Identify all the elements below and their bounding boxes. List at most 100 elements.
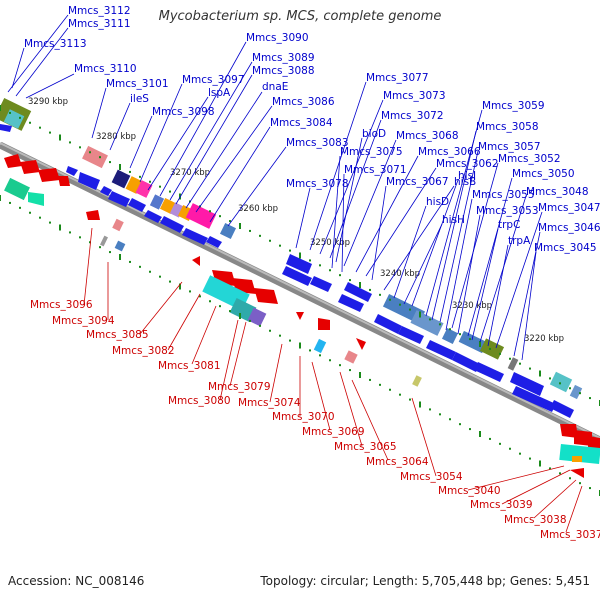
scale-tick — [449, 328, 451, 331]
tick-label: 3260 kbp — [238, 204, 278, 214]
scale-tick — [579, 392, 581, 395]
gene-label: Mmcs_3068 — [396, 130, 459, 142]
gene-label: Mmcs_3077 — [366, 72, 429, 84]
gene-label: Mmcs_3052 — [498, 153, 561, 165]
gene-label: Mmcs_3110 — [74, 63, 137, 75]
gene-label: Mmcs_3084 — [270, 117, 333, 129]
scale-tick — [149, 180, 151, 183]
gene-label: Mmcs_3050 — [512, 168, 575, 180]
scale-tick — [89, 241, 91, 244]
scale-tick — [469, 338, 471, 341]
scale-tick — [309, 349, 311, 352]
scale-tick — [369, 378, 371, 381]
scale-tick — [329, 359, 331, 362]
gene-label: Mmcs_3094 — [52, 315, 115, 327]
scale-tick — [139, 175, 141, 178]
reverse-track — [4, 154, 600, 478]
gene-label: Mmcs_3111 — [68, 18, 131, 30]
gene-label: Mmcs_3112 — [68, 5, 131, 17]
gene-label: Mmcs_3097 — [182, 74, 245, 86]
scale-tick — [479, 431, 481, 437]
gene-label: dnaE — [262, 81, 288, 93]
gene-label: Mmcs_3075 — [340, 146, 403, 158]
gene-label: bioD — [362, 128, 386, 140]
scale-tick — [469, 428, 471, 431]
scale-tick — [549, 467, 551, 470]
scale-tick — [349, 279, 351, 282]
genome-backbone — [0, 141, 600, 444]
scale-tick — [339, 364, 341, 367]
gene-label: Mmcs_3053 — [476, 205, 539, 217]
gene-label: Mmcs_3074 — [238, 397, 301, 409]
scale-tick — [69, 231, 71, 234]
tick-label: 3220 kbp — [524, 334, 564, 344]
gene-label: hisH — [442, 214, 465, 226]
gene-label: Mmcs_3085 — [86, 329, 149, 341]
scale-tick — [489, 437, 491, 440]
scale-tick — [289, 339, 291, 342]
gene-label: Mmcs_3066 — [418, 146, 481, 158]
scale-tick — [409, 308, 411, 311]
genome-summary: Topology: circular; Length: 5,705,448 bp… — [260, 574, 590, 588]
scale-tick — [389, 298, 391, 301]
scale-tick — [159, 185, 161, 188]
scale-tick — [489, 347, 491, 350]
gene-label: Mmcs_3090 — [246, 32, 309, 44]
scale-tick — [419, 311, 421, 318]
scale-tick — [39, 126, 41, 129]
scale-tick — [399, 393, 401, 396]
scale-tick — [369, 288, 371, 291]
scale-tick — [349, 369, 351, 372]
scale-tick — [59, 224, 61, 231]
scale-tick — [539, 370, 541, 377]
scale-tick — [219, 305, 221, 308]
scale-tick — [209, 210, 211, 213]
gene-label: Mmcs_3096 — [30, 299, 93, 311]
scale-tick — [69, 141, 71, 144]
scale-tick — [99, 156, 101, 159]
scale-tick — [329, 269, 331, 272]
accession-label: Accession: NC_008146 — [8, 574, 145, 588]
gene-label: Mmcs_3039 — [470, 499, 533, 511]
scale-tick — [179, 283, 181, 290]
tick-label: 3240 kbp — [380, 269, 420, 279]
scale-tick — [169, 280, 171, 283]
scale-tick — [149, 270, 151, 273]
gene-label: Mmcs_3082 — [112, 345, 175, 357]
scale-tick — [519, 362, 521, 365]
scale-tick — [39, 216, 41, 219]
top-gene-labels: Mmcs_3112 Mmcs_3111 Mmcs_3113 Mmcs_3110 … — [24, 5, 600, 254]
scale-tick — [9, 111, 11, 114]
scale-tick — [519, 452, 521, 455]
gene-label: Mmcs_3062 — [436, 158, 499, 170]
scale-tick — [429, 318, 431, 321]
gene-label: Mmcs_3067 — [386, 176, 449, 188]
gene-label: Mmcs_3086 — [272, 96, 335, 108]
tick-label: 3290 kbp — [28, 97, 68, 107]
scale-tick — [139, 265, 141, 268]
scale-tick — [539, 460, 541, 467]
scale-tick — [249, 229, 251, 232]
scale-tick — [529, 457, 531, 460]
scale-tick — [249, 319, 251, 322]
scale-tick — [59, 134, 61, 141]
gene-label: Mmcs_3065 — [334, 441, 397, 453]
scale-tick — [49, 221, 51, 224]
scale-tick — [259, 324, 261, 327]
scale-tick — [269, 239, 271, 242]
gene-label: Mmcs_3079 — [208, 381, 271, 393]
scale-tick — [479, 341, 481, 347]
scale-tick — [569, 387, 571, 390]
scale-tick — [309, 259, 311, 262]
gene-label: Mmcs_3064 — [366, 456, 429, 468]
gene-label: Mmcs_3055 — [472, 189, 535, 201]
scale-tick — [169, 190, 171, 193]
gene-label: Mmcs_3073 — [383, 90, 446, 102]
bottom-leader-lines — [83, 227, 583, 533]
gene-label: Mmcs_3038 — [504, 514, 567, 526]
gene-label: Mmcs_3080 — [168, 395, 231, 407]
scale-tick — [269, 329, 271, 332]
scale-tick — [29, 211, 31, 214]
scale-tick — [319, 354, 321, 357]
scale-tick — [319, 264, 321, 267]
